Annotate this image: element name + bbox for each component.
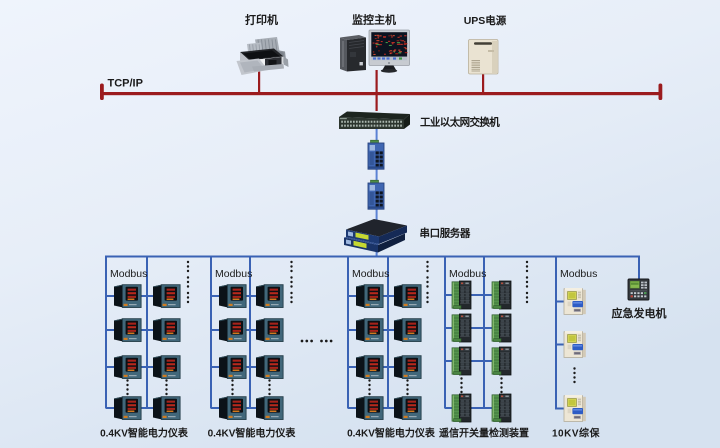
svg-text:串口服务器: 串口服务器 (420, 227, 471, 240)
svg-text:Modbus: Modbus (449, 268, 486, 280)
svg-text:Modbus: Modbus (215, 268, 252, 280)
svg-text:10KV综保: 10KV综保 (552, 427, 601, 440)
svg-text:Modbus: Modbus (560, 268, 597, 280)
svg-text:打印机: 打印机 (245, 13, 278, 27)
svg-text:TCP/IP: TCP/IP (108, 78, 143, 90)
svg-text:0.4KV智能电力仪表: 0.4KV智能电力仪表 (208, 427, 297, 440)
svg-text:监控主机: 监控主机 (352, 13, 396, 27)
svg-text:工业以太网交换机: 工业以太网交换机 (420, 116, 500, 129)
svg-text:Modbus: Modbus (352, 268, 389, 280)
svg-text:应急发电机: 应急发电机 (612, 306, 667, 320)
svg-text:0.4KV智能电力仪表: 0.4KV智能电力仪表 (100, 427, 189, 440)
svg-text:遥信开关量检测装置: 遥信开关量检测装置 (439, 427, 529, 440)
svg-text:Modbus: Modbus (110, 268, 147, 280)
svg-text:UPS电源: UPS电源 (464, 14, 507, 27)
svg-text:0.4KV智能电力仪表: 0.4KV智能电力仪表 (347, 427, 436, 440)
